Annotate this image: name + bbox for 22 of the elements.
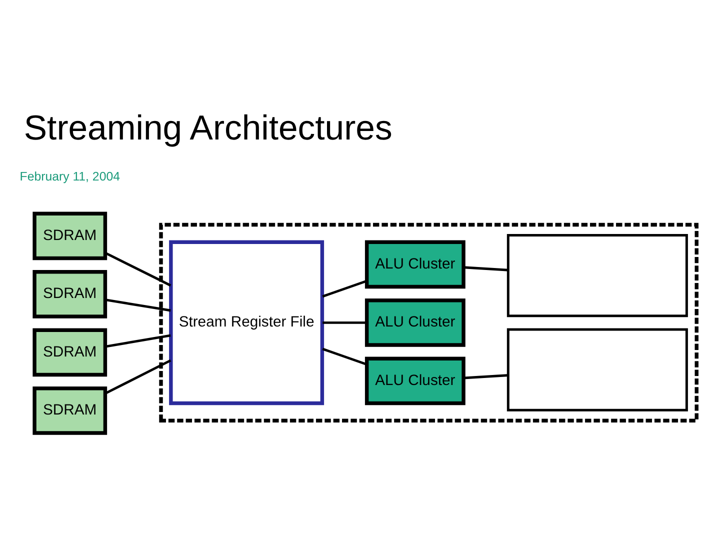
connector bbox=[322, 321, 367, 324]
node-box: ALU Cluster bbox=[364, 298, 466, 347]
node-box: Stream Register File bbox=[169, 240, 324, 406]
connector bbox=[322, 280, 368, 298]
cluster bbox=[159, 222, 698, 422]
node-box: SDRAM bbox=[32, 328, 108, 377]
node-box: SDRAM bbox=[32, 270, 108, 318]
node-box bbox=[506, 234, 688, 318]
node-box bbox=[506, 328, 688, 412]
label: February 11, 2004 bbox=[20, 170, 120, 184]
connector bbox=[322, 348, 368, 366]
node-box: ALU Cluster bbox=[364, 356, 466, 406]
connector bbox=[105, 298, 171, 312]
node-box: ALU Cluster bbox=[364, 240, 466, 289]
connector bbox=[464, 374, 508, 380]
node-box: SDRAM bbox=[32, 212, 108, 260]
connector bbox=[464, 266, 508, 272]
connector bbox=[104, 359, 172, 394]
diagram-title: Streaming Architectures bbox=[24, 110, 392, 148]
connector bbox=[104, 252, 172, 287]
connector bbox=[105, 334, 171, 348]
node-box: SDRAM bbox=[32, 386, 108, 435]
